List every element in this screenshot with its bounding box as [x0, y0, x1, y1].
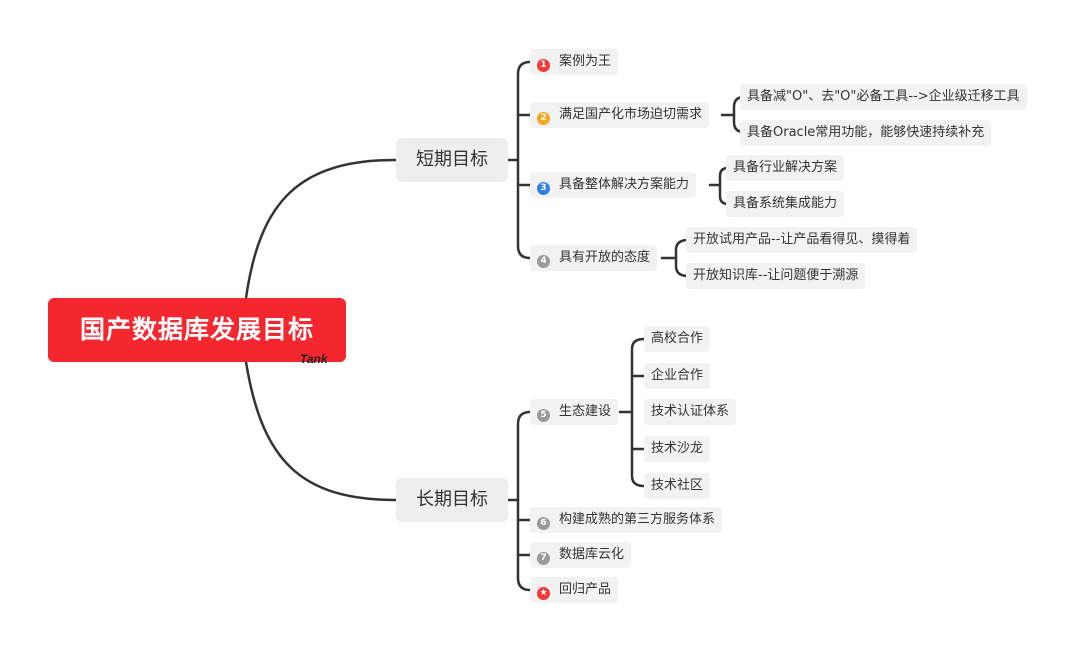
long-item-7-label: 数据库云化 [559, 547, 625, 562]
long-item-6[interactable]: 6 构建成熟的第三方服务体系 [530, 507, 723, 533]
short-item-1-label: 案例为王 [559, 54, 612, 69]
number-6-badge-icon: 6 [537, 517, 550, 530]
long-item-6-label: 构建成熟的第三方服务体系 [559, 512, 716, 527]
long-item-5-child-2[interactable]: 企业合作 [644, 363, 711, 389]
star-badge-icon: ★ [537, 587, 550, 600]
short-term-node[interactable]: 短期目标 [396, 138, 508, 182]
long-item-5-child-5[interactable]: 技术社区 [644, 473, 711, 499]
short-item-3-label: 具备整体解决方案能力 [559, 177, 690, 192]
short-item-3-child-2[interactable]: 具备系统集成能力 [726, 191, 845, 217]
short-item-3-child-1[interactable]: 具备行业解决方案 [726, 155, 845, 181]
long-item-5-child-4[interactable]: 技术沙龙 [644, 436, 711, 462]
short-item-2[interactable]: 2 满足国产化市场迫切需求 [530, 102, 710, 128]
long-item-5-child-1[interactable]: 高校合作 [644, 326, 711, 352]
long-item-5-child-3[interactable]: 技术认证体系 [644, 399, 737, 425]
long-item-5-label: 生态建设 [559, 404, 612, 419]
short-item-2-child-1[interactable]: 具备减"O"、去"O"必备工具-->企业级迁移工具 [740, 84, 1027, 110]
number-4-badge-icon: 4 [537, 255, 550, 268]
short-item-3[interactable]: 3 具备整体解决方案能力 [530, 172, 697, 198]
root-node[interactable]: 国产数据库发展目标 [48, 298, 346, 362]
short-item-1[interactable]: 1 案例为王 [530, 49, 619, 75]
short-item-2-child-2[interactable]: 具备Oracle常用功能，能够快速持续补充 [740, 120, 992, 146]
number-2-badge-icon: 2 [537, 112, 550, 125]
number-3-badge-icon: 3 [537, 182, 550, 195]
short-item-4-child-1[interactable]: 开放试用产品--让产品看得见、摸得着 [686, 227, 918, 253]
number-7-badge-icon: 7 [537, 552, 550, 565]
long-item-8[interactable]: ★ 回归产品 [530, 577, 619, 603]
long-item-8-label: 回归产品 [559, 582, 612, 597]
long-bracket [516, 410, 532, 592]
root-to-long-line [244, 360, 398, 502]
long-term-node[interactable]: 长期目标 [396, 478, 508, 522]
long-item-5[interactable]: 5 生态建设 [530, 399, 619, 425]
short-item-4[interactable]: 4 具有开放的态度 [530, 245, 658, 271]
signature: Tank [300, 352, 328, 366]
long-item-7[interactable]: 7 数据库云化 [530, 542, 632, 568]
short-bracket [516, 60, 532, 260]
number-1-badge-icon: 1 [537, 59, 550, 72]
short-item-4-child-2[interactable]: 开放知识库--让问题便于溯源 [686, 263, 866, 289]
short-item-2-label: 满足国产化市场迫切需求 [559, 107, 703, 122]
root-to-short-line [244, 158, 398, 300]
number-5-badge-icon: 5 [537, 409, 550, 422]
short-item-4-label: 具有开放的态度 [559, 250, 651, 265]
